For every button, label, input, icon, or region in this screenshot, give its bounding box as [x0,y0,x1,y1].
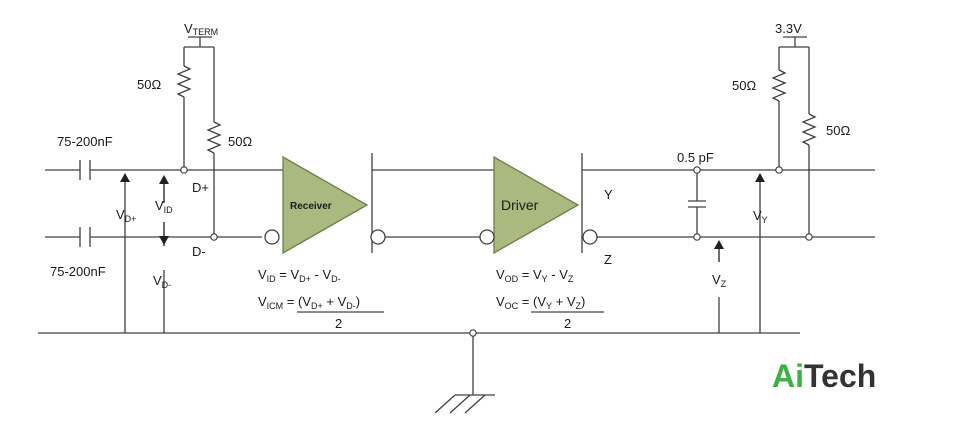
equation-vod: VOD = VY - VZ [496,267,574,284]
node-dminus [210,233,218,241]
node-label-y: Y [604,187,613,202]
driver-label: Driver [501,197,539,213]
voltage-label-vdp: VD+ [116,207,136,224]
driver-triangle [493,155,580,255]
voltage-label-vz: VZ [712,272,727,289]
equation-vicm-denominator: 2 [335,316,342,331]
equation-voc-denominator: 2 [564,316,571,331]
logo-part-tech: Tech [804,358,877,394]
resistor-input-top [176,47,192,170]
driver-inverting-bubble [479,229,495,245]
coupling-capacitor-top [79,160,91,180]
voltage-label-vdm: VD- [153,273,171,290]
voltage-label-vy: VY [753,208,768,225]
receiver-inverting-bubble [264,229,280,245]
logo-part-ai: Ai [772,358,804,394]
cap-label-load: 0.5 pF [677,150,714,165]
cap-label-bottom: 75-200nF [50,264,106,279]
supply-3v3-symbol [779,36,809,48]
node-label-dminus: D- [192,244,206,259]
ground-bus [38,329,800,414]
receiver-amplifier [264,155,369,255]
receiver-label: Receiver [290,201,332,212]
resistor-output-right [801,47,817,237]
voltage-label-vid: VID [155,198,173,215]
node-label-z: Z [604,252,612,267]
load-capacitor [688,166,706,241]
equation-vid: VID = VD+ - VD- [258,267,341,284]
resistor-label-input-top: 50Ω [137,77,161,92]
output-voltage-probes [714,173,765,333]
resistor-input-bottom [206,47,222,237]
input-voltage-probes [120,173,169,333]
aitech-logo: AiTech [772,358,876,394]
equation-vicm: VICM = (VD+ + VD-) [258,294,360,311]
output-lines [581,153,875,253]
resistor-label-input-bottom: 50Ω [228,134,252,149]
coupling-capacitor-bottom [79,227,91,247]
node-dplus [180,166,188,174]
equation-voc: VOC = (VY + VZ) [496,294,585,311]
resistor-label-output-left: 50Ω [732,78,756,93]
vterm-label: VTERM [184,21,218,37]
mid-lines [370,153,494,253]
vterm-supply-symbol [184,36,214,48]
cap-label-top: 75-200nF [57,134,113,149]
node-label-dplus: D+ [192,180,209,195]
resistor-output-left [771,47,787,170]
supply-3v3-label: 3.3V [775,21,802,36]
driver-amplifier [479,155,580,255]
receiver-triangle [282,155,369,255]
resistor-label-output-right: 50Ω [826,123,850,138]
